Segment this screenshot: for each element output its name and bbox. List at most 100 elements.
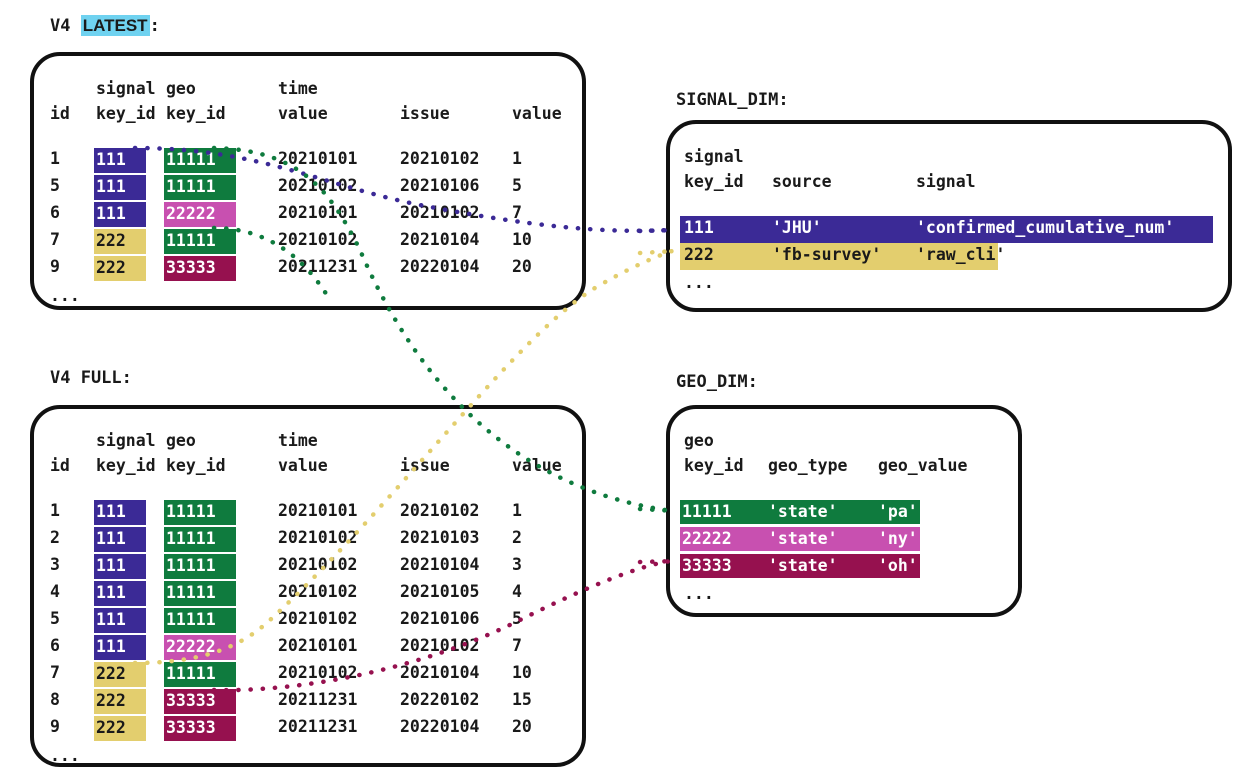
full-row-geo-key: 11111 (164, 500, 236, 525)
latest-row-time-value: 20210101 (278, 149, 358, 168)
latest-row-value: 1 (512, 149, 522, 168)
full-row-issue: 20210103 (400, 528, 480, 547)
latest-caption-highlight: LATEST (80, 15, 150, 36)
full-row-geo-key: 22222 (164, 635, 236, 660)
latest-caption: V4 LATEST: (50, 15, 160, 36)
full-row-id: 7 (50, 663, 60, 682)
geo-dim-header-geo-type: geo_type (768, 456, 848, 475)
full-header-time: time (278, 431, 318, 450)
geo-dim-key-id: 33333 (682, 556, 732, 575)
latest-caption-suffix: : (149, 16, 160, 36)
signal-dim-caption-text: SIGNAL_DIM: (676, 90, 789, 110)
latest-row-issue: 20210102 (400, 149, 480, 168)
latest-row-value: 20 (512, 257, 532, 276)
full-row-time-value: 20210102 (278, 663, 358, 682)
geo-dim-geo-type: 'state' (768, 502, 838, 521)
geo-dim-row: 11111 'state' 'pa' (680, 500, 920, 524)
signal-dim-header-signal: signal (684, 147, 744, 166)
latest-row-issue: 20210102 (400, 203, 480, 222)
full-row-value: 5 (512, 609, 522, 628)
latest-ellipsis: ... (50, 286, 80, 305)
full-row-issue: 20220102 (400, 690, 480, 709)
full-row-time-value: 20210102 (278, 609, 358, 628)
full-row-value: 1 (512, 501, 522, 520)
latest-caption-prefix: V4 (50, 16, 81, 36)
latest-row-issue: 20220104 (400, 257, 480, 276)
full-header-geo-key: key_id (166, 456, 226, 475)
full-row-time-value: 20210102 (278, 528, 358, 547)
full-row-time-value: 20211231 (278, 717, 358, 736)
full-header-id: id (50, 456, 70, 475)
latest-header-time: time (278, 79, 318, 98)
full-row-value: 15 (512, 690, 532, 709)
geo-dim-geo-type: 'state' (768, 556, 838, 575)
signal-dim-row: 111'JHU''confirmed_cumulative_num' (680, 216, 1213, 243)
geo-dim-geo-value: 'pa' (878, 502, 918, 521)
full-row-issue: 20210104 (400, 663, 480, 682)
full-header-geo: geo (166, 431, 196, 450)
geo-dim-header-geo-value: geo_value (878, 456, 968, 475)
full-row-issue: 20210104 (400, 555, 480, 574)
latest-header-issue: issue (400, 104, 450, 123)
signal-dim-ellipsis: ... (684, 273, 714, 292)
full-header-signal-key: key_id (96, 456, 156, 475)
full-row-value: 2 (512, 528, 522, 547)
full-row-signal-key: 111 (94, 500, 146, 525)
geo-dim-geo-value: 'oh' (878, 556, 918, 575)
full-row-signal-key: 111 (94, 608, 146, 633)
full-row-geo-key: 11111 (164, 608, 236, 633)
latest-row-signal-key: 111 (94, 202, 146, 227)
signal-dim-header-source: source (772, 172, 832, 191)
full-caption: V4 FULL: (50, 368, 132, 388)
full-row-time-value: 20210101 (278, 636, 358, 655)
signal-dim-signal: 'raw_cli' (916, 245, 1006, 264)
latest-row-time-value: 20210101 (278, 203, 358, 222)
full-caption-text: V4 FULL: (50, 368, 132, 388)
full-row-signal-key: 222 (94, 662, 146, 687)
full-row-issue: 20210102 (400, 636, 480, 655)
full-row-signal-key: 222 (94, 689, 146, 714)
latest-row-signal-key: 222 (94, 229, 146, 254)
full-row-id: 9 (50, 717, 60, 736)
geo-dim-caption-text: GEO_DIM: (676, 372, 758, 392)
full-row-signal-key: 111 (94, 554, 146, 579)
full-row-geo-key: 33333 (164, 689, 236, 714)
full-row-issue: 20210105 (400, 582, 480, 601)
latest-row-geo-key: 22222 (164, 202, 236, 227)
full-row-signal-key: 111 (94, 635, 146, 660)
latest-row-id: 6 (50, 203, 60, 222)
geo-dim-geo-value: 'ny' (878, 529, 918, 548)
signal-dim-source: 'fb-survey' (772, 245, 882, 264)
full-row-time-value: 20210102 (278, 582, 358, 601)
geo-dim-header-geo: geo (684, 431, 714, 450)
latest-row-signal-key: 111 (94, 175, 146, 200)
full-row-geo-key: 11111 (164, 527, 236, 552)
latest-row-value: 5 (512, 176, 522, 195)
geo-dim-row: 22222'state''ny' (680, 527, 920, 551)
signal-dim-key-id: 222 (684, 245, 714, 264)
full-row-id: 4 (50, 582, 60, 601)
latest-row-geo-key: 11111 (164, 175, 236, 200)
geo-dim-key-id: 11111 (682, 502, 732, 521)
signal-dim-header-key-id: key_id (684, 172, 744, 191)
latest-row-id: 1 (50, 149, 60, 168)
full-row-issue: 20210102 (400, 501, 480, 520)
latest-row-time-value: 20210102 (278, 230, 358, 249)
full-row-time-value: 20211231 (278, 690, 358, 709)
signal-dim-key-id: 111 (684, 218, 714, 237)
full-row-geo-key: 11111 (164, 581, 236, 606)
latest-header-val: value (512, 104, 562, 123)
signal-dim-header-signal-name: signal (916, 172, 976, 191)
geo-dim-key-id: 22222 (682, 529, 732, 548)
full-row-id: 8 (50, 690, 60, 709)
full-row-value: 4 (512, 582, 522, 601)
latest-row-geo-key: 33333 (164, 256, 236, 281)
latest-header-geo-key: key_id (166, 104, 226, 123)
full-row-id: 5 (50, 609, 60, 628)
full-row-value: 10 (512, 663, 532, 682)
latest-row-issue: 20210104 (400, 230, 480, 249)
latest-row-id: 7 (50, 230, 60, 249)
full-row-time-value: 20210101 (278, 501, 358, 520)
geo-dim-row: 33333 'state' 'oh' (680, 554, 920, 578)
